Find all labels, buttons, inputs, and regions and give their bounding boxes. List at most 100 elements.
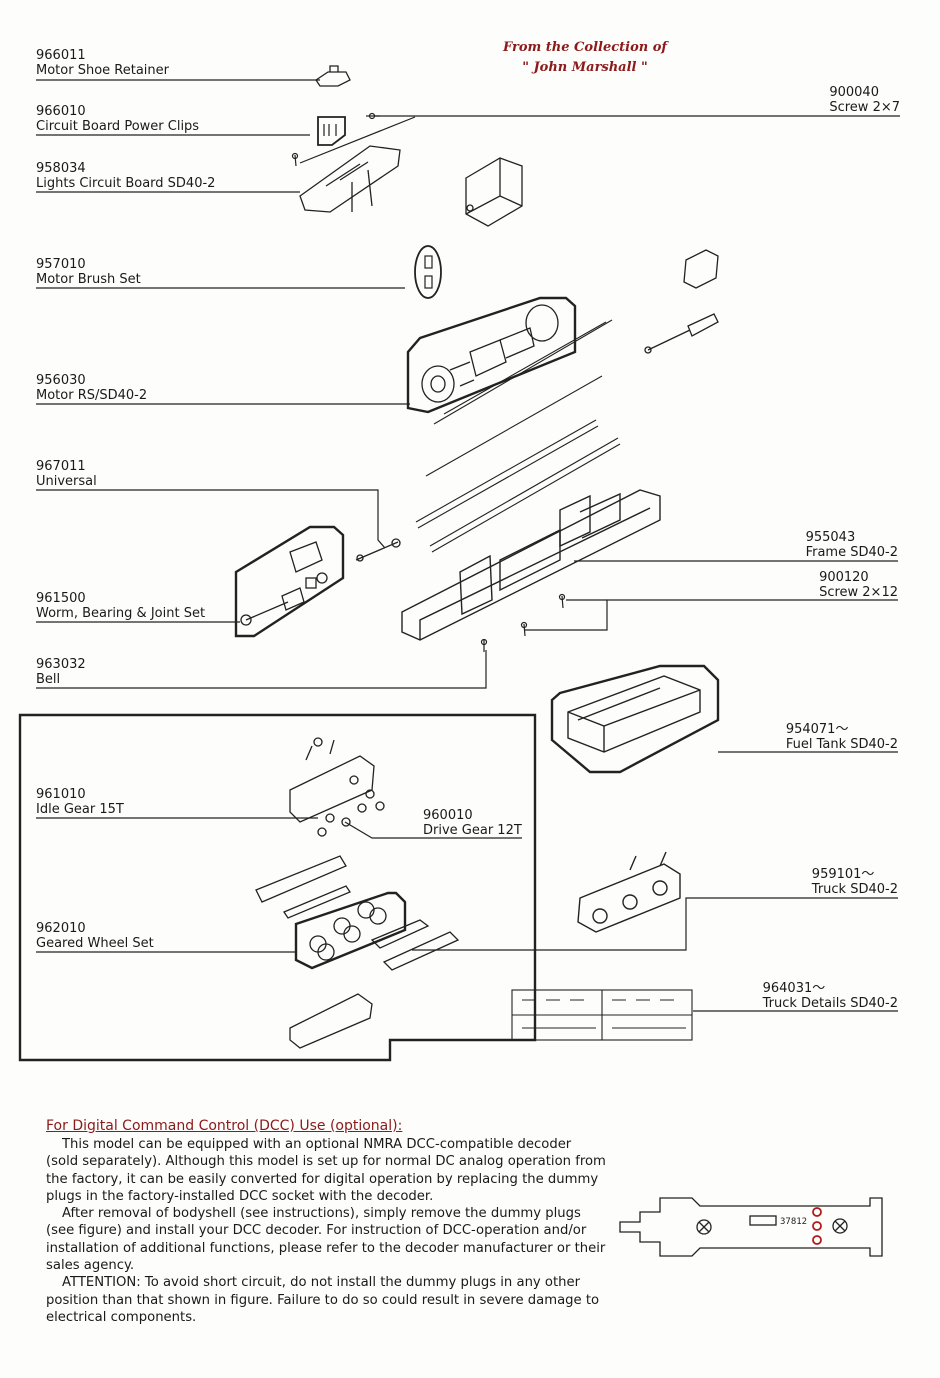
screw-900120b-art [520, 621, 528, 637]
label-screw-2x12: 900120 Screw 2×12 [819, 570, 898, 600]
leader-959101 [412, 897, 898, 951]
part-name: Motor Brush Set [36, 272, 141, 287]
part-name: Drive Gear 12T [423, 823, 522, 838]
part-name: Lights Circuit Board SD40-2 [36, 176, 216, 191]
part-name: Idle Gear 15T [36, 802, 124, 817]
worm-shaft-right-art [644, 313, 719, 354]
label-truck-details: 964031～ Truck Details SD40-2 [763, 981, 898, 1011]
dcc-instructions: For Digital Command Control (DCC) Use (o… [46, 1117, 606, 1326]
screw-small-art [291, 152, 299, 167]
dummy-plug-marks [812, 1207, 822, 1245]
collection-credit: From the Collection of " John Marshall " [470, 38, 700, 78]
label-lights-circuit-board: 958034 Lights Circuit Board SD40-2 [36, 161, 215, 191]
part-name: Bell [36, 672, 61, 687]
board-code: 37812 [780, 1217, 807, 1227]
part-number: 964031～ [762, 981, 826, 996]
label-universal: 967011 Universal [36, 459, 97, 489]
rods-art [415, 319, 621, 553]
part-number: 957010 [36, 257, 86, 272]
idle-gears-art [313, 737, 385, 837]
truck-details-sprue-art [511, 989, 693, 1041]
motor-art [421, 304, 559, 403]
part-number: 958034 [36, 161, 86, 176]
part-name: Worm, Bearing & Joint Set [36, 606, 206, 621]
coupler-right-art [683, 249, 719, 289]
part-number: 963032 [36, 657, 86, 672]
part-number: 956030 [36, 373, 86, 388]
worm-group-box [234, 525, 345, 638]
part-number: 900040 [829, 85, 879, 100]
label-frame: 955043 Frame SD40-2 [806, 530, 898, 560]
screw-900120-art [558, 593, 566, 609]
leader-clip-screw [299, 116, 416, 164]
part-number: 960010 [423, 808, 473, 823]
part-name: Motor RS/SD40-2 [36, 388, 148, 403]
motor-group-box [406, 296, 577, 414]
part-number: 966011 [36, 48, 86, 63]
part-name: Geared Wheel Set [36, 936, 154, 951]
dcc-paragraph-3: ATTENTION: To avoid short circuit, do no… [46, 1275, 600, 1325]
brush-box [414, 245, 442, 299]
truck-assembly-art [577, 851, 681, 933]
light-housing-art [465, 157, 523, 227]
frame-art [401, 489, 661, 641]
label-truck: 959101～ Truck SD40-2 [812, 867, 898, 897]
label-geared-wheel-set: 962010 Geared Wheel Set [36, 921, 154, 951]
credit-line-1: From the Collection of [503, 40, 667, 55]
label-circuit-board-power-clips: 966010 Circuit Board Power Clips [36, 104, 199, 134]
part-number: 961500 [36, 591, 86, 606]
part-number: 961010 [36, 787, 86, 802]
part-name: Screw 2×12 [819, 585, 898, 600]
label-fuel-tank: 954071～ Fuel Tank SD40-2 [786, 722, 898, 752]
worm-art [240, 541, 328, 626]
leader-963032 [36, 650, 487, 689]
part-name: Frame SD40-2 [805, 545, 898, 560]
label-idle-gear: 961010 Idle Gear 15T [36, 787, 124, 817]
label-worm-bearing-joint: 961500 Worm, Bearing & Joint Set [36, 591, 205, 621]
truck-frame-lower-art [289, 993, 373, 1049]
clips-art [323, 124, 337, 136]
dcc-paragraph-1: This model can be equipped with an optio… [46, 1137, 606, 1204]
label-screw-2x7: 900040 Screw 2×7 [829, 85, 900, 115]
motor-shoe-retainer-art [315, 65, 351, 87]
geared-wheels-art [309, 901, 387, 961]
dcc-heading: For Digital Command Control (DCC) Use (o… [46, 1118, 403, 1134]
truck-frame-upper-art [289, 739, 375, 823]
part-name: Fuel Tank SD40-2 [785, 737, 898, 752]
part-name: Motor Shoe Retainer [36, 63, 169, 78]
screw-900040-art [366, 112, 380, 120]
side-frame-art [255, 855, 460, 971]
dcc-board-art [619, 1197, 883, 1257]
label-motor-brush-set: 957010 Motor Brush Set [36, 257, 141, 287]
label-motor-shoe-retainer: 966011 Motor Shoe Retainer [36, 48, 169, 78]
part-number: 954071～ [785, 722, 849, 737]
leader-960010 [344, 821, 522, 839]
label-bell: 963032 Bell [36, 657, 86, 687]
part-number: 967011 [36, 459, 86, 474]
geared-wheel-group-box [294, 891, 407, 970]
part-name: Screw 2×7 [829, 100, 900, 115]
universal-art [355, 538, 401, 562]
circuit-board-art [299, 145, 401, 213]
brush-art [424, 255, 433, 289]
clip-box [317, 116, 346, 146]
part-name: Universal [36, 474, 97, 489]
bell-art [480, 638, 488, 652]
fuel-tank-group-box [550, 664, 720, 774]
part-name: Truck SD40-2 [811, 882, 898, 897]
fuel-tank-art [567, 675, 701, 753]
part-number: 955043 [805, 530, 856, 545]
label-drive-gear: 960010 Drive Gear 12T [423, 808, 522, 838]
leader-967011 [36, 489, 386, 549]
label-motor: 956030 Motor RS/SD40-2 [36, 373, 147, 403]
part-number: 966010 [36, 104, 86, 119]
part-number: 959101～ [811, 867, 875, 882]
part-number: 962010 [36, 921, 86, 936]
leader-900120 [525, 599, 898, 631]
part-name: Truck Details SD40-2 [762, 996, 898, 1011]
part-number: 900120 [819, 570, 869, 585]
credit-line-2: " John Marshall " [522, 60, 648, 75]
part-name: Circuit Board Power Clips [36, 119, 200, 134]
dcc-paragraph-2: After removal of bodyshell (see instruct… [46, 1206, 606, 1274]
